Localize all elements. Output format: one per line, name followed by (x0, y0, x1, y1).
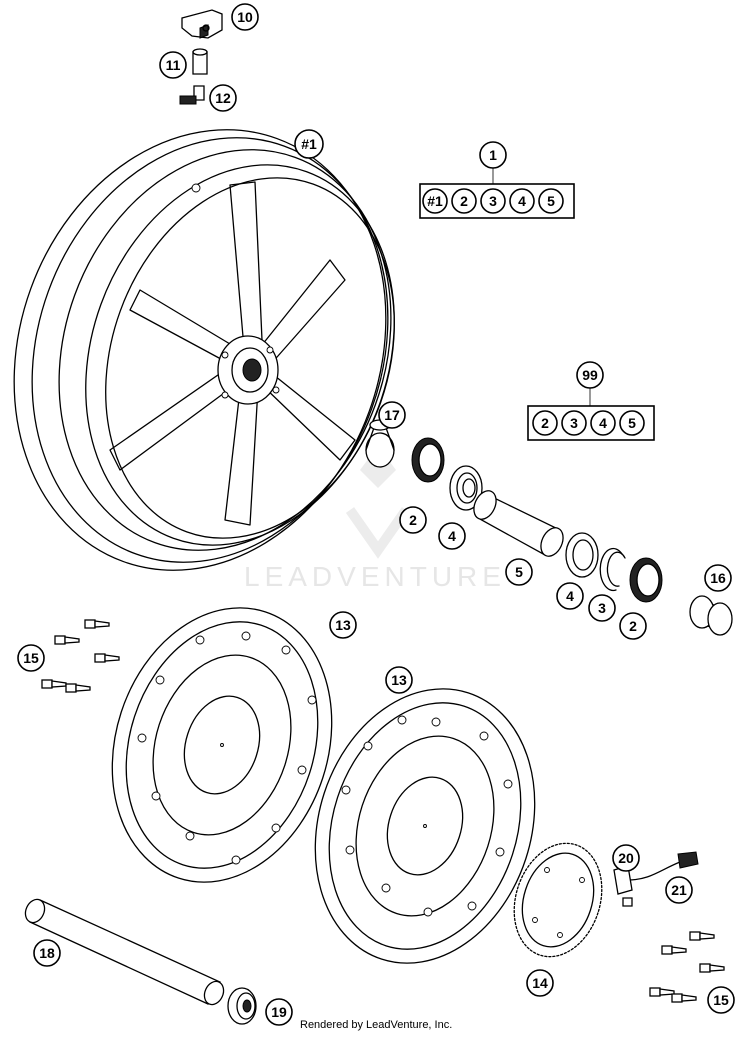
callout-18: 18 (33, 939, 61, 967)
part-20-abs-sensor (613, 851, 699, 895)
part-13-brake-disc-left (111, 607, 333, 883)
kit-1-label: 1 (489, 147, 497, 163)
part-15-bolts-right (649, 931, 725, 1003)
part-12-valve (179, 85, 205, 105)
part-2-seal-right (629, 557, 663, 603)
svg-text:12: 12 (215, 90, 231, 106)
svg-text:13: 13 (391, 672, 407, 688)
part-14-abs-sensor-ring (513, 842, 603, 958)
kit-99-label: 99 (582, 367, 598, 383)
part-2-seal-left (411, 437, 445, 483)
svg-text:15: 15 (23, 650, 39, 666)
kit-99-item-1: 3 (570, 415, 578, 431)
svg-text:11: 11 (166, 57, 181, 73)
svg-text:15: 15 (713, 992, 729, 1008)
part-wheel-rim (13, 129, 395, 571)
kit-99-callout (576, 361, 604, 389)
footer-credit: Rendered by LeadVenture, Inc. (300, 1019, 453, 1031)
watermark-text: LEADVENTURE (244, 561, 506, 592)
part-11-sleeve (192, 48, 208, 75)
callout-4-right: 4 (556, 582, 584, 610)
callout-20: 20 (612, 844, 640, 872)
svg-text:16: 16 (710, 570, 726, 586)
callout-14: 14 (526, 969, 554, 997)
leadventure-watermark: LEADVENTURE (244, 446, 506, 592)
kit-99-items: 2 3 4 5 (532, 410, 645, 436)
kit-1-item-0: #1 (427, 193, 443, 209)
callout-wheel-1: #1 (294, 129, 324, 159)
callout-2-left: 2 (399, 506, 427, 534)
disc-left-holes (137, 631, 317, 865)
callout-3: 3 (588, 594, 616, 622)
part-4-bearing-right (565, 532, 599, 578)
part-16-spacer (689, 595, 733, 636)
svg-text:#1: #1 (301, 136, 317, 152)
part-19-axle-nut (227, 987, 257, 1025)
kit-1-group: #1 2 3 4 5 1 (419, 141, 575, 219)
callout-4-left: 4 (438, 522, 466, 550)
svg-text:20: 20 (618, 850, 634, 866)
svg-text:18: 18 (39, 945, 55, 961)
callout-17: 17 (378, 401, 406, 429)
svg-text:10: 10 (237, 9, 253, 25)
part-13-brake-disc-right (314, 688, 536, 964)
part-5-distance-tube (473, 490, 564, 557)
svg-text:19: 19 (271, 1004, 287, 1020)
kit-1-callout (479, 141, 507, 169)
callout-15-left: 15 (17, 644, 45, 672)
kit-1-item-3: 4 (518, 193, 526, 209)
callout-13-left: 13 (329, 611, 357, 639)
callout-5: 5 (505, 558, 533, 586)
part-10-tpms-sensor (181, 9, 223, 39)
callout-15-right: 15 (707, 986, 735, 1014)
svg-text:17: 17 (384, 407, 400, 423)
callout-19: 19 (265, 998, 293, 1026)
part-17-spacer (365, 419, 395, 468)
svg-text:13: 13 (335, 617, 351, 633)
kit-99-group: 2 3 4 5 99 (527, 361, 655, 441)
part-3-circlip (599, 547, 626, 592)
part-18-axle (24, 898, 225, 1006)
part-21-screw (622, 897, 633, 907)
kit-1-item-1: 2 (460, 193, 468, 209)
kit-1-item-4: 5 (547, 193, 555, 209)
svg-text:21: 21 (671, 882, 687, 898)
part-15-bolts-left (41, 619, 120, 693)
callout-16: 16 (704, 564, 732, 592)
disc-right-holes (341, 715, 513, 917)
svg-text:14: 14 (532, 975, 548, 991)
callout-21: 21 (665, 876, 693, 904)
kit-99-item-3: 5 (628, 415, 636, 431)
svg-text:4: 4 (566, 588, 574, 604)
svg-text:2: 2 (409, 512, 417, 528)
svg-text:3: 3 (598, 600, 606, 616)
svg-text:4: 4 (448, 528, 456, 544)
callout-13-right: 13 (385, 666, 413, 694)
svg-text:2: 2 (629, 618, 637, 634)
kit-1-item-2: 3 (489, 193, 497, 209)
kit-1-items: #1 2 3 4 5 (422, 188, 564, 214)
callout-11: 11 (159, 51, 187, 79)
kit-99-item-0: 2 (541, 415, 549, 431)
callouts: 10 11 12 #1 17 2 4 5 4 3 2 16 13 13 15 2… (17, 3, 735, 1026)
part-4-bearing-left (449, 465, 483, 511)
svg-text:5: 5 (515, 564, 523, 580)
callout-12: 12 (209, 84, 237, 112)
callout-2-right: 2 (619, 612, 647, 640)
callout-10: 10 (231, 3, 259, 31)
kit-99-item-2: 4 (599, 415, 607, 431)
